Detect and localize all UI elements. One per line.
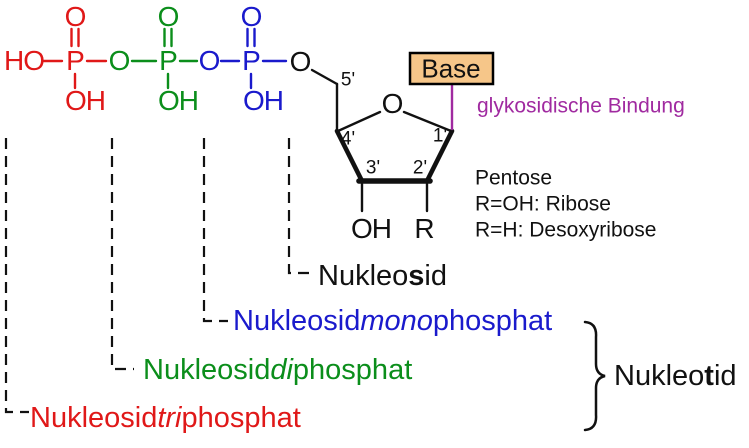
pentose-ring-bonds: [310, 68, 455, 213]
nukleotid-brace: [583, 320, 606, 432]
carbon-label-3-prime: 3': [365, 157, 381, 179]
term-nukleotid: Nukleotid: [614, 360, 737, 393]
atom-oh-3-prime: OH: [351, 213, 392, 244]
term-di-emph: di: [270, 354, 293, 387]
atom-ring-oxygen: O: [381, 88, 404, 119]
atom-o-bridge-1: O: [108, 45, 131, 76]
atom-ho-gamma: HO: [4, 45, 45, 76]
gamma-phosphate-bonds: [42, 27, 108, 90]
term-nukleosid: Nukleosid: [318, 260, 447, 293]
term-nukleosiddiphosphat: Nukleosiddiphosphat: [143, 354, 413, 387]
atom-o-ester: O: [289, 46, 312, 77]
atom-oh-alpha: OH: [243, 85, 284, 116]
term-tri-emph: tri: [157, 402, 182, 435]
atom-o-double-alpha: O: [240, 1, 263, 32]
pentose-desoxyribose-note: R=H: Desoxyribose: [475, 218, 657, 242]
term-mono-post: phosphat: [432, 305, 553, 338]
term-nukleosidmonophosphat: Nukleosidmonophosphat: [233, 305, 553, 338]
term-nukleosid-pre: Nukleo: [318, 260, 409, 293]
pentose-title: Pentose: [475, 166, 553, 190]
alpha-phosphate-bonds: [219, 27, 288, 90]
atom-o-bridge-2: O: [198, 45, 221, 76]
atom-oh-beta: OH: [158, 85, 199, 116]
term-nukleotid-pre: Nukleo: [614, 360, 705, 393]
glycosidic-bond-caption: glykosidische Bindung: [477, 94, 685, 118]
atom-o-double-beta: O: [157, 1, 180, 32]
term-tri-pre: Nukleosid: [30, 402, 158, 435]
carbon-label-4-prime: 4': [340, 128, 356, 150]
dashed-connector-triphosphat: [4, 138, 29, 414]
carbon-label-1-prime: 1': [432, 125, 448, 147]
term-di-post: phosphat: [292, 354, 413, 387]
carbon-label-5-prime: 5': [340, 69, 356, 91]
dashed-connector-monophosphat: [202, 138, 228, 323]
term-di-pre: Nukleosid: [143, 354, 271, 387]
term-nukleosidtriphosphat: Nukleosidtriphosphat: [30, 402, 301, 435]
term-tri-post: phosphat: [181, 402, 301, 435]
term-nukleotid-emph: t: [704, 360, 714, 393]
base-box: [408, 51, 495, 86]
atom-p-alpha: P: [242, 45, 261, 76]
term-nukleosid-post: id: [424, 260, 447, 293]
atom-r-group: R: [414, 213, 434, 244]
carbon-label-2-prime: 2': [412, 157, 428, 179]
term-mono-emph: mono: [360, 305, 433, 338]
term-nukleotid-post: id: [713, 360, 737, 393]
atom-p-beta: P: [159, 45, 178, 76]
base-label: Base: [421, 53, 481, 84]
dashed-connector-nukleosid: [287, 138, 312, 275]
pentose-ribose-note: R=OH: Ribose: [475, 192, 611, 216]
dashed-connector-diphosphat: [110, 138, 134, 371]
atom-o-double-gamma: O: [64, 1, 87, 32]
atom-oh-gamma: OH: [65, 85, 106, 116]
term-nukleosid-emph: s: [408, 260, 425, 293]
term-mono-pre: Nukleosid: [233, 305, 361, 338]
atom-p-gamma: P: [66, 45, 85, 76]
beta-phosphate-bonds: [130, 27, 199, 90]
